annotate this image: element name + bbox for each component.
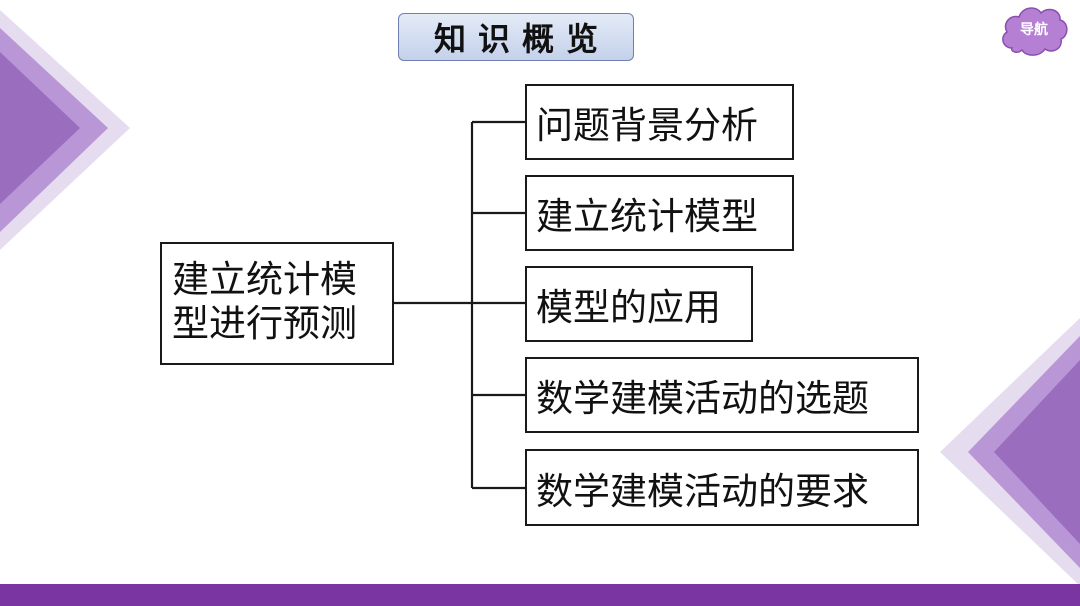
right-triangle-decoration	[940, 318, 1080, 586]
branch-node-background-analysis: 问题背景分析	[525, 84, 794, 160]
nav-label: 导航	[1020, 22, 1048, 38]
nav-button[interactable]: 导航	[998, 2, 1070, 60]
root-node: 建立统计模型进行预测	[160, 242, 394, 365]
bottom-accent-bar	[0, 584, 1080, 606]
branch-node-build-model: 建立统计模型	[525, 175, 794, 251]
cloud-icon	[1002, 7, 1068, 56]
left-triangle-decoration	[0, 10, 130, 250]
branch-node-model-application: 模型的应用	[525, 266, 753, 342]
page-title: 知识概览	[398, 13, 634, 61]
branch-node-topic-selection: 数学建模活动的选题	[525, 357, 919, 433]
branch-node-requirements: 数学建模活动的要求	[525, 449, 919, 526]
